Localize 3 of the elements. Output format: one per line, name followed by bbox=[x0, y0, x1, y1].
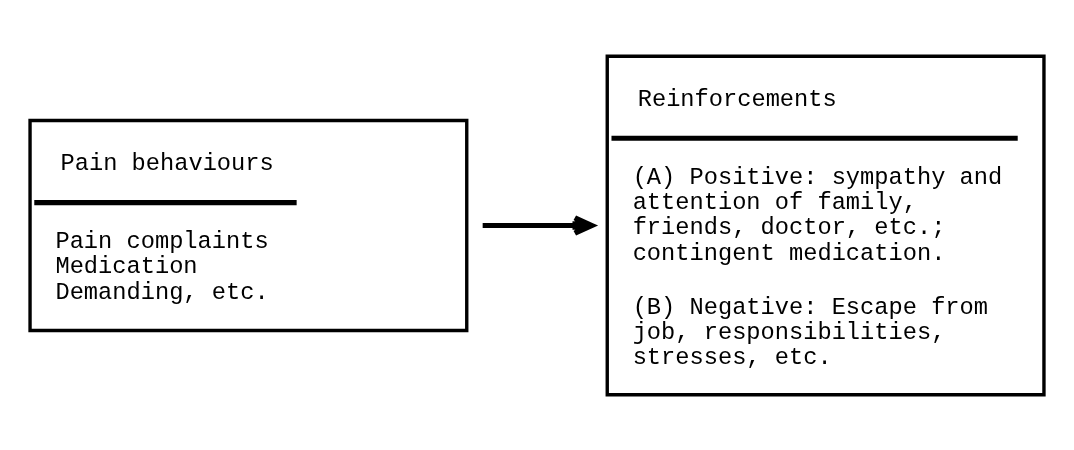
arrow bbox=[482, 214, 595, 236]
node-box: Reinforcements (A) Positive: sympathy and attention of family, friends, doctor, etc.; contingent medication. (B) Negative: Escape from job, responsibilities, stresses, etc. bbox=[605, 54, 1046, 396]
node-box: Pain behaviours Pain complaints Medication Demanding, etc. bbox=[28, 118, 469, 332]
